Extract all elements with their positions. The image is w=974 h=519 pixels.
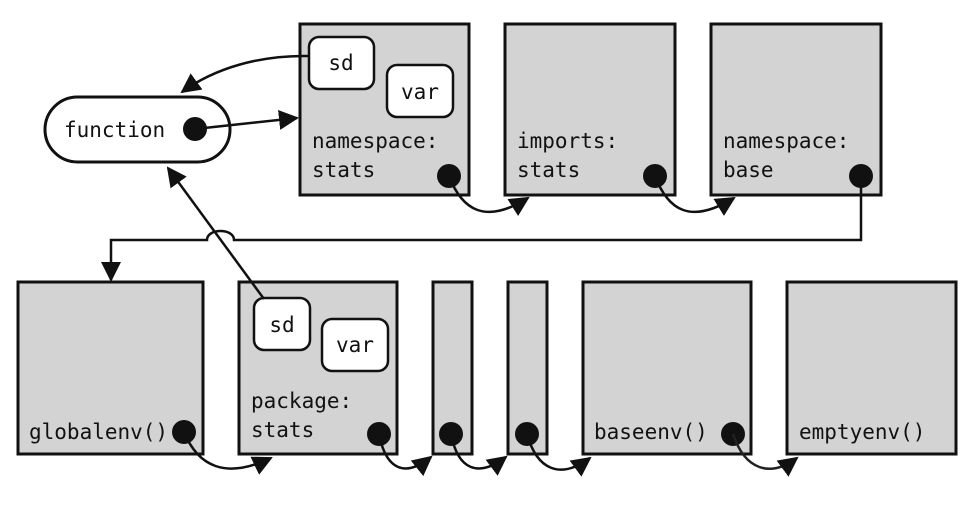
env-label: imports: [517,129,618,153]
env-label: package: [251,389,352,413]
env-baseenv: baseenv() [581,280,753,456]
binding-var: var [385,63,455,119]
env-imports-stats: imports: stats [503,22,677,197]
env-label: stats [312,158,375,182]
edge-imports-to-ns-base [653,175,736,216]
edge-pkg-stats-to-attached-1 [377,433,433,477]
env-label: namespace: [312,129,438,153]
env-namespace-base: namespace: base [709,22,883,197]
env-label: stats [517,158,580,182]
env-label: globalenv() [29,420,168,444]
env-attached-2 [506,280,549,456]
env-label: baseenv() [594,420,708,444]
binding-label: var [401,80,439,104]
env-globalenv: globalenv() [16,280,205,456]
env-emptyenv: emptyenv() [785,280,958,456]
env-attached-1 [431,280,474,456]
edge-attached-2-to-baseenv [525,433,592,477]
edge-attached-1-to-attached-2 [449,433,508,476]
env-label: stats [251,418,314,442]
env-label: base [723,158,774,182]
binding-sd: sd [307,35,376,91]
env-namespace-stats: sd var namespace: stats [298,22,471,197]
binding-var: var [320,317,390,373]
edge-ns-base-to-globalenv [101,176,863,282]
env-label: namespace: [723,129,849,153]
binding-label: sd [269,313,294,337]
edge-pkg-sd-to-function [166,166,266,300]
function-node: function [43,95,232,164]
env-package-stats: sd var package: stats [237,280,399,456]
edge-ns-stats-to-imports [447,175,530,217]
binding-label: var [336,333,374,357]
env-label: emptyenv() [799,420,925,444]
edge-function-to-ns-stats [194,109,299,131]
edge-globalenv-to-pkg-stats [182,431,273,475]
function-label: function [64,118,165,142]
binding-label: sd [328,51,353,75]
edge-baseenv-to-emptyenv [731,433,799,477]
binding-sd: sd [252,296,312,352]
edge-ns-sd-to-function [180,54,310,94]
